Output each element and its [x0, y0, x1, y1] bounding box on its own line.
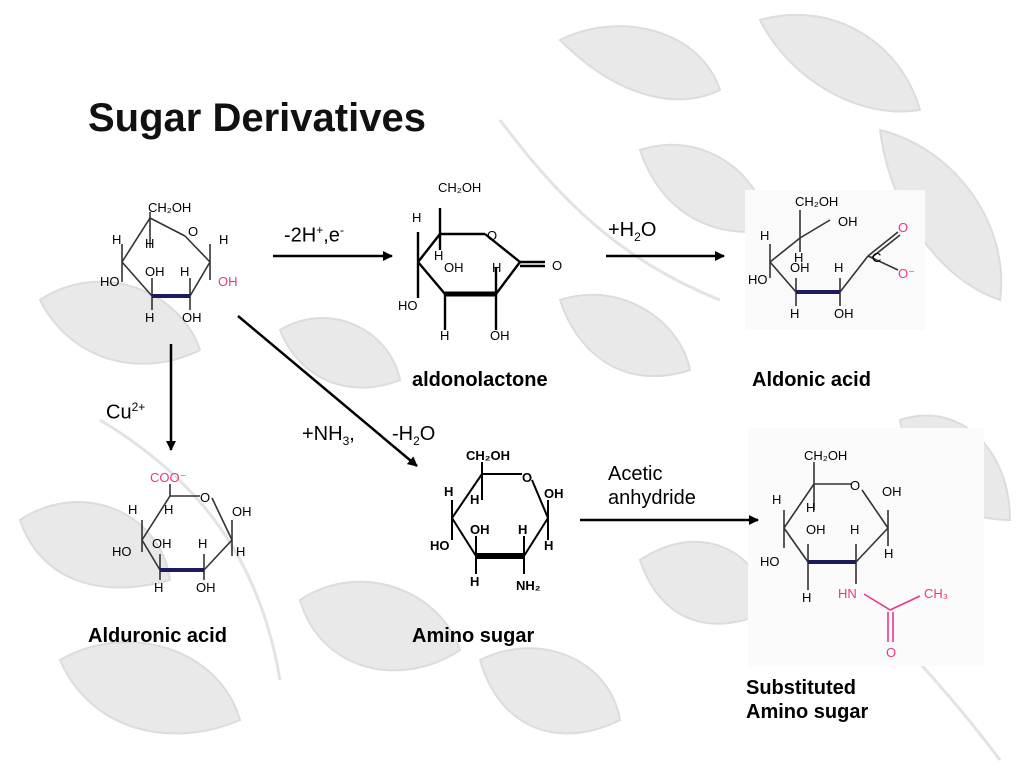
svg-text:H: H — [794, 250, 803, 265]
svg-text:COO⁻: COO⁻ — [150, 470, 186, 485]
label-amino-sugar: Amino sugar — [412, 625, 535, 647]
svg-text:H: H — [850, 522, 859, 537]
svg-text:O⁻: O⁻ — [898, 266, 915, 281]
svg-text:O: O — [188, 224, 198, 239]
arrow-amination — [237, 315, 418, 467]
svg-text:H: H — [470, 492, 479, 507]
svg-text:OH: OH — [444, 260, 464, 275]
substituted-amino-sugar-structure: CH₂OH O H H HO OH H OH H H HN CH₃ O — [760, 448, 948, 660]
svg-text:OH: OH — [790, 260, 810, 275]
structure-backdrop-aldonic — [745, 190, 925, 330]
svg-text:OH: OH — [806, 522, 826, 537]
svg-text:OH: OH — [232, 504, 252, 519]
glucose-structure: CH₂OH O H H HO OH H OH H H OH — [100, 200, 238, 325]
structure-backdrop-substituted — [748, 428, 984, 666]
svg-text:H: H — [434, 248, 443, 263]
svg-text:O: O — [886, 645, 896, 660]
svg-text:CH₂OH: CH₂OH — [795, 194, 838, 209]
svg-text:H: H — [112, 232, 121, 247]
svg-text:H: H — [790, 306, 799, 321]
svg-text:CH₂OH: CH₂OH — [438, 180, 481, 195]
svg-text:H: H — [444, 484, 453, 499]
svg-text:H: H — [544, 538, 553, 553]
svg-text:OH: OH — [838, 214, 858, 229]
condition-amination-water: -H2O — [392, 423, 436, 448]
svg-text:H: H — [760, 228, 769, 243]
svg-text:H: H — [164, 502, 173, 517]
condition-oxidation: -2H+,e- — [284, 223, 344, 247]
svg-text:O: O — [522, 470, 532, 485]
svg-text:HO: HO — [430, 538, 450, 553]
svg-text:HO: HO — [748, 272, 768, 287]
svg-text:H: H — [154, 580, 163, 595]
svg-text:HO: HO — [398, 298, 418, 313]
svg-text:O: O — [552, 258, 562, 273]
svg-text:CH₂OH: CH₂OH — [466, 448, 510, 463]
svg-text:H: H — [198, 536, 207, 551]
svg-text:H: H — [884, 546, 893, 561]
svg-text:H: H — [772, 492, 781, 507]
svg-text:H: H — [180, 264, 189, 279]
svg-text:CH₃: CH₃ — [924, 586, 948, 601]
svg-text:H: H — [219, 232, 228, 247]
svg-text:H: H — [145, 310, 154, 325]
svg-text:H: H — [412, 210, 421, 225]
svg-text:O: O — [898, 220, 908, 235]
svg-text:H: H — [440, 328, 449, 343]
label-aldonolactone: aldonolactone — [412, 369, 548, 391]
svg-text:H: H — [518, 522, 527, 537]
svg-text:HO: HO — [112, 544, 132, 559]
svg-text:HO: HO — [760, 554, 780, 569]
condition-amination-ammonia: +NH3, — [302, 423, 355, 448]
svg-text:OH: OH — [470, 522, 490, 537]
svg-text:OH: OH — [490, 328, 510, 343]
svg-text:OH: OH — [882, 484, 902, 499]
svg-text:HN: HN — [838, 586, 857, 601]
svg-text:CH₂OH: CH₂OH — [804, 448, 847, 463]
svg-text:H: H — [806, 500, 815, 515]
svg-text:H: H — [470, 574, 479, 589]
svg-text:HO: HO — [100, 274, 120, 289]
svg-text:OH: OH — [834, 306, 854, 321]
aldonolactone-structure: CH₂OH H O O H OH H HO H OH — [398, 180, 562, 343]
svg-text:OH: OH — [182, 310, 202, 325]
svg-text:H: H — [802, 590, 811, 605]
svg-text:O: O — [850, 478, 860, 493]
condition-copper: Cu2+ — [106, 400, 146, 424]
svg-text:H: H — [236, 544, 245, 559]
svg-text:OH: OH — [145, 264, 165, 279]
svg-text:H: H — [128, 502, 137, 517]
label-aldonic-acid: Aldonic acid — [752, 369, 871, 391]
svg-text:C: C — [872, 250, 881, 265]
svg-text:O: O — [200, 490, 210, 505]
svg-text:H: H — [492, 260, 501, 275]
svg-text:CH₂OH: CH₂OH — [148, 200, 191, 215]
condition-acetylation: Acetic anhydride — [608, 463, 696, 509]
svg-text:O: O — [487, 228, 497, 243]
svg-text:OH: OH — [196, 580, 216, 595]
svg-text:OH: OH — [218, 274, 238, 289]
label-substituted-amino-sugar: Substituted Amino sugar — [746, 677, 869, 723]
condition-hydration: +H2O — [608, 219, 657, 244]
alduronic-acid-structure: COO⁻ O H H HO OH H OH H H OH — [112, 470, 252, 595]
svg-text:H: H — [145, 236, 154, 251]
page-title: Sugar Derivatives — [88, 96, 426, 140]
aldonic-acid-structure: CH₂OH OH H H HO OH H C O O⁻ H OH — [748, 194, 915, 321]
svg-text:OH: OH — [544, 486, 564, 501]
svg-text:OH: OH — [152, 536, 172, 551]
amino-sugar-structure: CH₂OH O H H HO OH H OH H H NH₂ — [430, 448, 564, 593]
label-alduronic-acid: Alduronic acid — [88, 625, 227, 647]
svg-text:H: H — [834, 260, 843, 275]
svg-text:NH₂: NH₂ — [516, 578, 541, 593]
